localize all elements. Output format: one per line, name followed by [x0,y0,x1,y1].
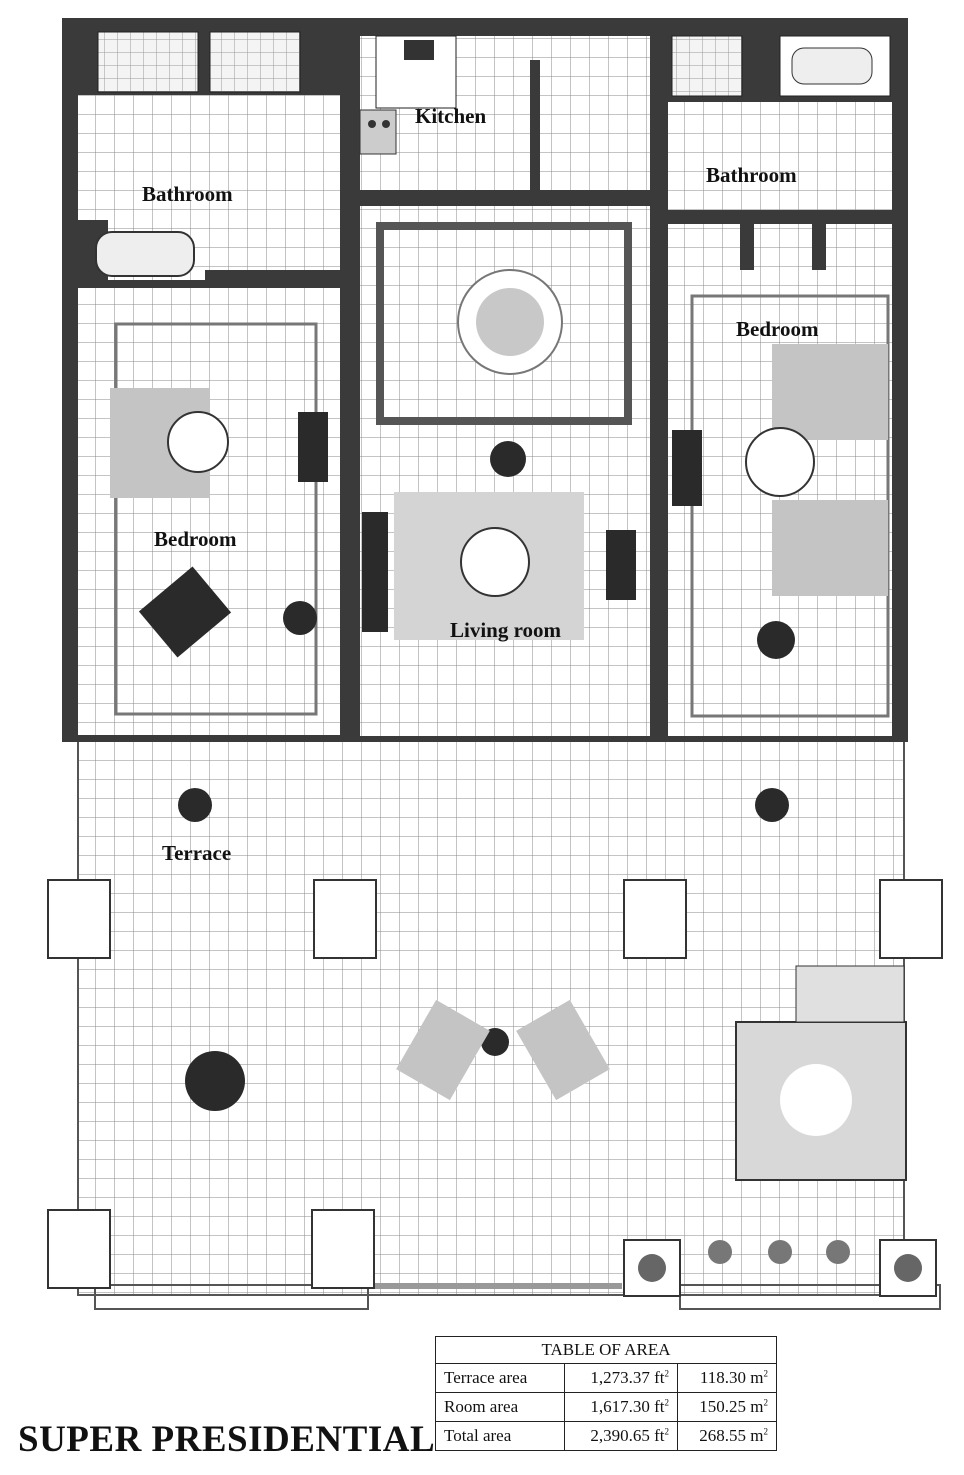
plan-title: SUPER PRESIDENTIAL [18,1419,436,1460]
area-label-cell: Total area [435,1421,565,1451]
unit-superscript: 2 [664,1426,670,1437]
area-label-cell-value: Terrace area [444,1368,528,1387]
label-living-room: Living room [450,618,562,642]
area-ft2-cell: 2,390.65 ft2 [564,1421,678,1451]
unit-superscript: 2 [664,1368,670,1379]
area-m2-cell: 118.30 m2 [677,1363,777,1393]
area-ft2-cell-value: 1,273.37 ft [590,1368,665,1387]
area-table-header-row: TABLE OF AREA [435,1336,777,1364]
label-bedroom-left: Bedroom [154,527,237,551]
area-ft2-cell-value: 2,390.65 ft [590,1426,665,1445]
label-bedroom-right: Bedroom [736,317,819,341]
area-m2-cell-value: 118.30 m [699,1368,764,1387]
unit-superscript: 2 [763,1368,769,1379]
furniture [47,269,943,1297]
label-kitchen: Kitchen [415,104,486,128]
area-label-cell: Terrace area [435,1363,565,1393]
building-walls [62,18,908,742]
terrace-area [77,739,941,1310]
area-m2-cell: 268.55 m2 [677,1421,777,1451]
area-m2-cell-value: 150.25 m [699,1397,764,1416]
area-label-cell: Room area [435,1392,565,1422]
area-m2-cell-value: 268.55 m [699,1426,764,1445]
unit-superscript: 2 [763,1397,769,1408]
label-terrace: Terrace [162,841,231,865]
label-bathroom-right: Bathroom [706,163,797,187]
area-label-cell-value: Total area [444,1426,512,1445]
area-ft2-cell: 1,273.37 ft2 [564,1363,678,1393]
unit-superscript: 2 [763,1426,769,1437]
area-table-heading: TABLE OF AREA [435,1336,777,1364]
label-bathroom-left: Bathroom [142,182,233,206]
area-ft2-cell: 1,617.30 ft2 [564,1392,678,1422]
area-m2-cell: 150.25 m2 [677,1392,777,1422]
area-label-cell-value: Room area [444,1397,519,1416]
area-ft2-cell-value: 1,617.30 ft [590,1397,665,1416]
unit-superscript: 2 [664,1397,670,1408]
